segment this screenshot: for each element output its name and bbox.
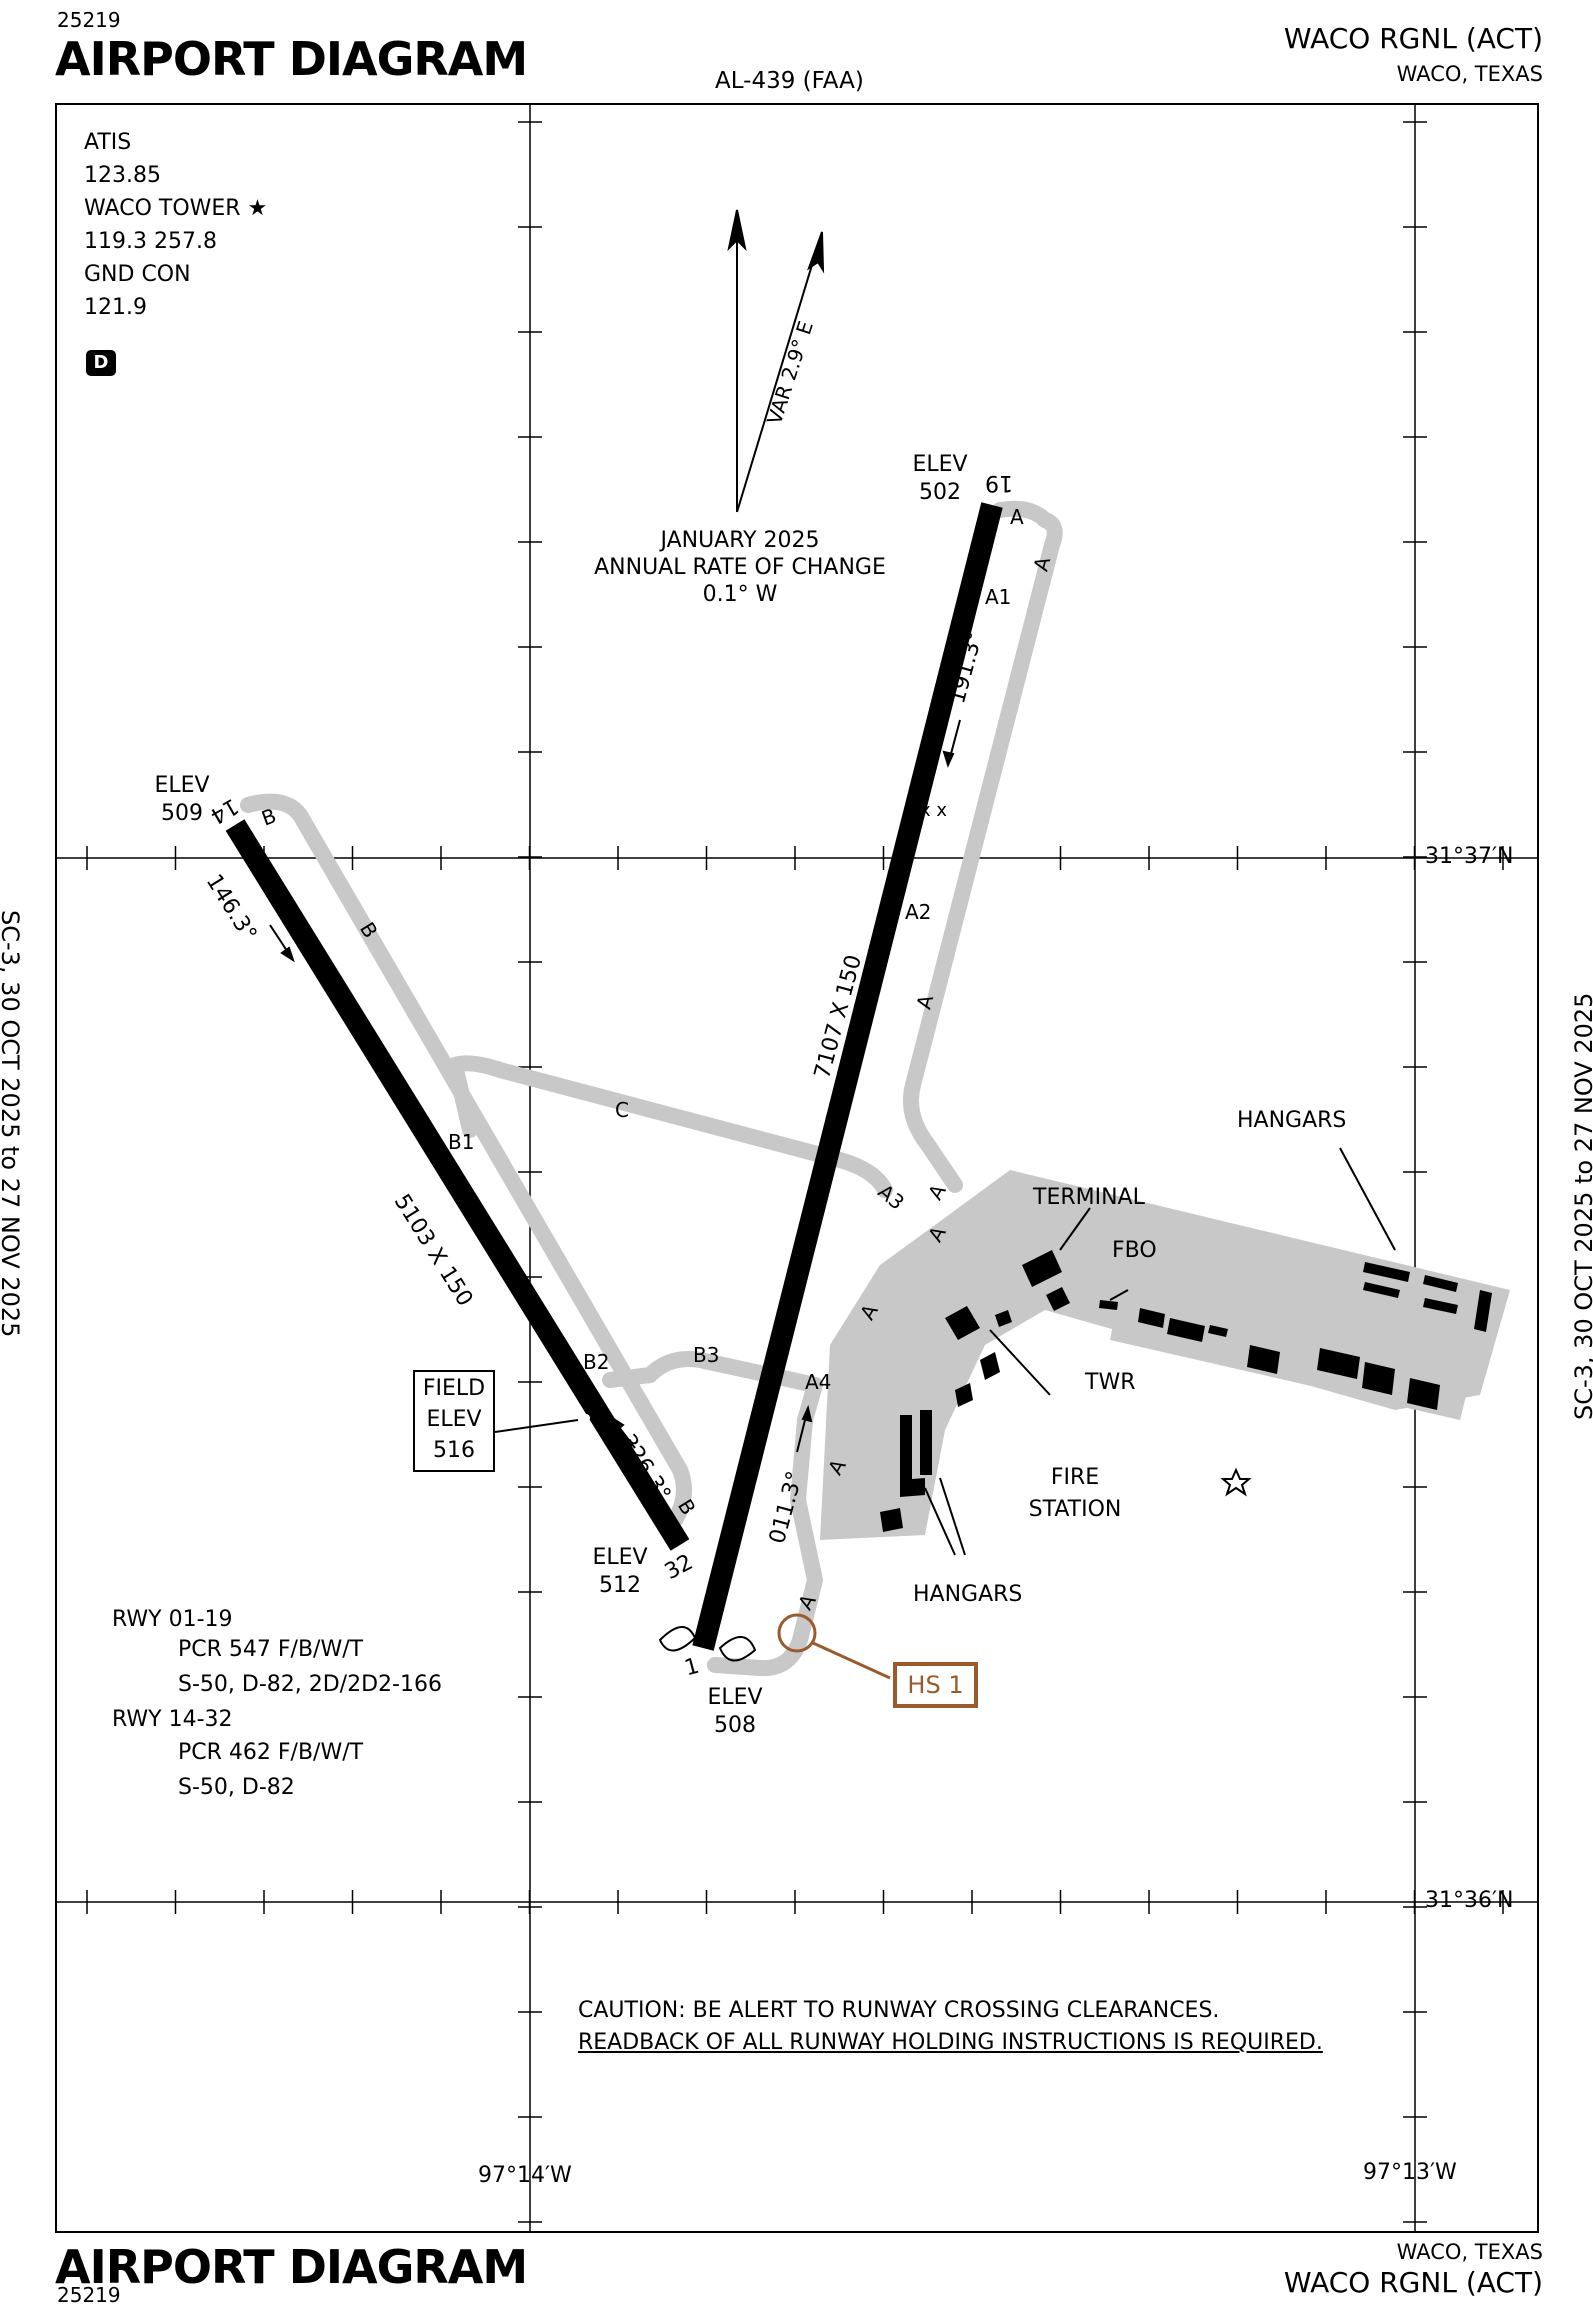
fire-station-building (945, 1306, 980, 1340)
pcr-rwy1-gear: S-50, D-82, 2D/2D2-166 (178, 1672, 442, 1697)
elev-14-value: 509 (161, 801, 203, 826)
pcr-rwy1-pcr: PCR 547 F/B/W/T (178, 1637, 364, 1662)
taxiway-network (240, 500, 1063, 1677)
magnetic-north-arrow (807, 231, 825, 274)
field-elev-marker (582, 1414, 590, 1422)
title-top: AIRPORT DIAGRAM (55, 32, 528, 86)
atis-frequency: 123.85 (84, 163, 161, 188)
taxiway-a2-label: A2 (905, 900, 932, 924)
airport-beacon-icon (1220, 1467, 1252, 1497)
tower-label-map: TWR (1085, 1370, 1136, 1395)
taxiway-b1-label: B1 (448, 1130, 475, 1154)
longitude-east: 97°13′W (1363, 2160, 1457, 2185)
terminal-building (1022, 1250, 1062, 1287)
runway-01-19 (692, 502, 1003, 1651)
fbo-label: FBO (1112, 1238, 1157, 1263)
field-elevation-box: FIELD ELEV 516 (413, 1370, 495, 1472)
latitude-south: 31°36′N (1425, 1888, 1514, 1913)
runway-14-32 (225, 819, 690, 1551)
pcr-rwy2-label: RWY 14-32 (112, 1707, 233, 1732)
fire-station-label-2: STATION (1028, 1497, 1122, 1522)
chart-id-top: 25219 (57, 8, 121, 32)
chart-id-bottom: 25219 (57, 2283, 121, 2307)
elev-19-value: 502 (919, 480, 961, 505)
atis-label: ATIS (84, 130, 132, 155)
city-state-bottom: WACO, TEXAS (1396, 2240, 1543, 2264)
caution-line-2: READBACK OF ALL RUNWAY HOLDING INSTRUCTI… (578, 2030, 1323, 2055)
hotspot-hs1-box: HS 1 (893, 1662, 978, 1708)
taxiway-a1-label: A1 (985, 585, 1012, 609)
hangars-ne-label: HANGARS (1237, 1108, 1347, 1133)
rate-of-change-label: ANNUAL RATE OF CHANGE (594, 555, 886, 580)
pcr-rwy2-pcr: PCR 462 F/B/W/T (178, 1740, 364, 1765)
hangars-s-label: HANGARS (913, 1582, 1023, 1607)
buildings (880, 1250, 1492, 1532)
caution-line-1: CAUTION: BE ALERT TO RUNWAY CROSSING CLE… (578, 1998, 1220, 2023)
taxiway-a-label-1: A (1010, 505, 1024, 529)
taxiway-c-label: C (615, 1098, 629, 1122)
elev-19-label: ELEV (912, 452, 968, 477)
elev-01-label: ELEV (707, 1685, 763, 1710)
taxiway-a4-label: A4 (805, 1370, 832, 1394)
airport-name-top: WACO RGNL (ACT) (1283, 22, 1543, 55)
title-bottom: AIRPORT DIAGRAM (55, 2240, 528, 2294)
field-elev-line2: ELEV (426, 1407, 482, 1432)
tower-frequency: 119.3 257.8 (84, 229, 217, 254)
grid-ticks (86, 121, 1504, 2223)
coordinate-grid (55, 103, 1539, 2233)
tower-label: WACO TOWER ★ (84, 196, 268, 221)
class-d-airspace-badge: D (86, 350, 116, 376)
field-elev-value: 516 (433, 1438, 475, 1463)
true-north-arrow (727, 209, 747, 252)
approach-light-symbols (658, 1626, 757, 1662)
diagram-frame (55, 103, 1539, 2233)
heading-arrows (269, 719, 961, 1453)
procedure-id: AL-439 (FAA) (715, 68, 864, 94)
elev-32-value: 512 (599, 1573, 641, 1598)
city-state-top: WACO, TEXAS (1396, 62, 1543, 86)
taxiway-b3-label: B3 (693, 1343, 720, 1367)
elev-01-value: 508 (714, 1713, 756, 1738)
tower-building (1046, 1287, 1070, 1311)
fire-station-label-1: FIRE (1050, 1465, 1100, 1490)
elev-14-label: ELEV (154, 773, 210, 798)
rate-of-change-value: 0.1° W (702, 582, 778, 607)
hotspot-marker (777, 1613, 891, 1680)
longitude-west: 97°14′W (478, 2163, 572, 2188)
elev-32-label: ELEV (592, 1545, 648, 1570)
pcr-rwy2-gear: S-50, D-82 (178, 1775, 295, 1800)
north-arrows (727, 209, 825, 513)
runway-19-number: 19 (985, 470, 1013, 495)
ground-frequency: 121.9 (84, 295, 147, 320)
callout-lines (494, 1147, 1396, 1556)
airport-name-bottom: WACO RGNL (ACT) (1283, 2266, 1543, 2299)
terminal-label: TERMINAL (1033, 1185, 1145, 1210)
field-elev-line1: FIELD (422, 1376, 486, 1401)
taxiway-b2-label: B2 (583, 1350, 610, 1374)
runways (225, 502, 1003, 1651)
latitude-north: 31°37′N (1425, 844, 1514, 869)
variation-date: JANUARY 2025 (660, 528, 820, 553)
pcr-rwy1-label: RWY 01-19 (112, 1607, 233, 1632)
crossing-marks: x x (920, 800, 948, 821)
ground-label: GND CON (84, 262, 191, 287)
